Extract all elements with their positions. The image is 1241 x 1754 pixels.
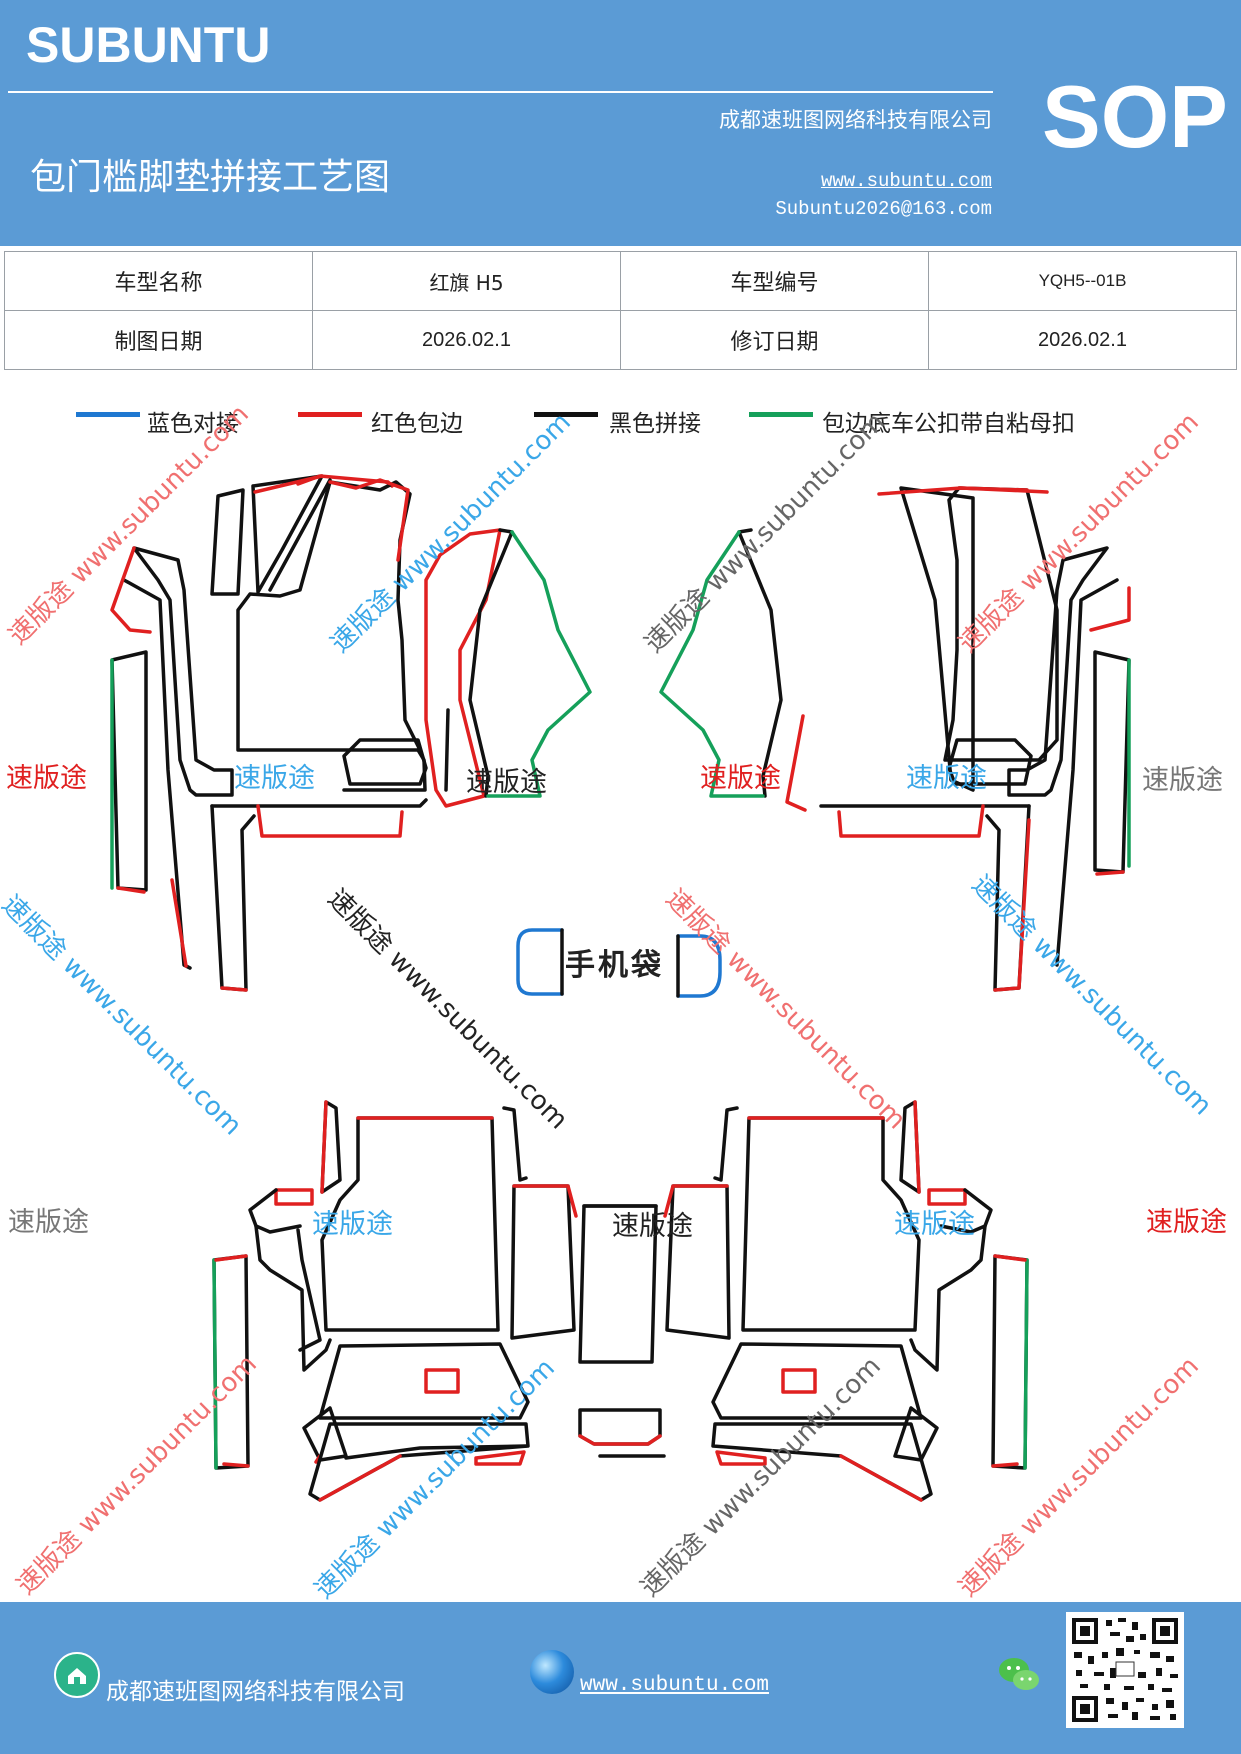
watermark-brand: 速版途 (1142, 765, 1223, 796)
draw-date-value: 2026.02.1 (312, 310, 621, 370)
watermark-brand: 速版途 (906, 763, 987, 794)
revise-date-value: 2026.02.1 (928, 310, 1237, 370)
legend-red-line (298, 412, 362, 417)
watermark-brand: 速版途 (234, 763, 315, 794)
mat-front-right (659, 486, 1131, 992)
model-code-label: 车型编号 (620, 251, 929, 311)
revise-date-label: 修订日期 (620, 310, 929, 370)
house-icon (54, 1652, 100, 1698)
page-title: 包门槛脚垫拼接工艺图 (30, 157, 391, 198)
qr-code (1066, 1612, 1184, 1728)
watermark-brand: 速版途 (466, 767, 547, 798)
mat-pattern-diagram (110, 474, 1131, 1502)
mat-front-left-side (424, 528, 592, 808)
draw-date-label: 制图日期 (4, 310, 313, 370)
model-code-value: YQH5--01B (928, 251, 1237, 311)
legend-green-line (749, 412, 813, 417)
header-website-link[interactable]: www.subuntu.com (820, 170, 992, 192)
table-row: 车型名称 红旗 H5 车型编号 YQH5--01B (4, 251, 1237, 311)
brand-logo: SUBUNTU (26, 17, 271, 73)
legend-red-label: 红色包边 (371, 411, 463, 437)
phone-pocket-label: 手机袋 (565, 948, 664, 983)
watermark-brand: 速版途 (894, 1209, 975, 1240)
legend-black-line (534, 412, 598, 417)
legend-blue-line (76, 412, 140, 417)
info-table: 车型名称 红旗 H5 车型编号 YQH5--01B 制图日期 2026.02.1… (4, 251, 1237, 370)
table-row: 制图日期 2026.02.1 修订日期 2026.02.1 (4, 310, 1237, 370)
footer-company: 成都速班图网络科技有限公司 (106, 1679, 405, 1705)
watermark-brand: 速版途 (6, 763, 87, 794)
watermark-brand: 速版途 (612, 1211, 693, 1242)
header-divider (8, 91, 993, 93)
legend-blue-label: 蓝色对接 (147, 411, 239, 437)
sop-label: SOP (1042, 67, 1228, 166)
wechat-icon (999, 1658, 1039, 1690)
legend-black-label: 黑色拼接 (609, 411, 701, 437)
watermark-brand: 速版途 (8, 1207, 89, 1238)
mat-rear-right (663, 1100, 1029, 1502)
header-email[interactable]: Subuntu2026@163.com (775, 198, 992, 220)
legend-green-label: 包边底车公扣带自粘母扣 (822, 411, 1075, 437)
watermark-brand: 速版途 (700, 763, 781, 794)
watermark-brand: 速版途 (312, 1209, 393, 1240)
footer-website-link[interactable]: www.subuntu.com (580, 1674, 770, 1697)
globe-icon (530, 1650, 574, 1694)
watermark-brand: 速版途 (1146, 1207, 1227, 1238)
header-company: 成都速班图网络科技有限公司 (719, 108, 992, 132)
phone-pocket (516, 928, 722, 998)
mat-center-tunnel (578, 1204, 662, 1446)
model-name-value: 红旗 H5 (312, 251, 621, 311)
mat-front-left (110, 474, 428, 992)
mat-rear-left (212, 1100, 666, 1502)
model-name-label: 车型名称 (4, 251, 313, 311)
header-band (0, 0, 1241, 246)
